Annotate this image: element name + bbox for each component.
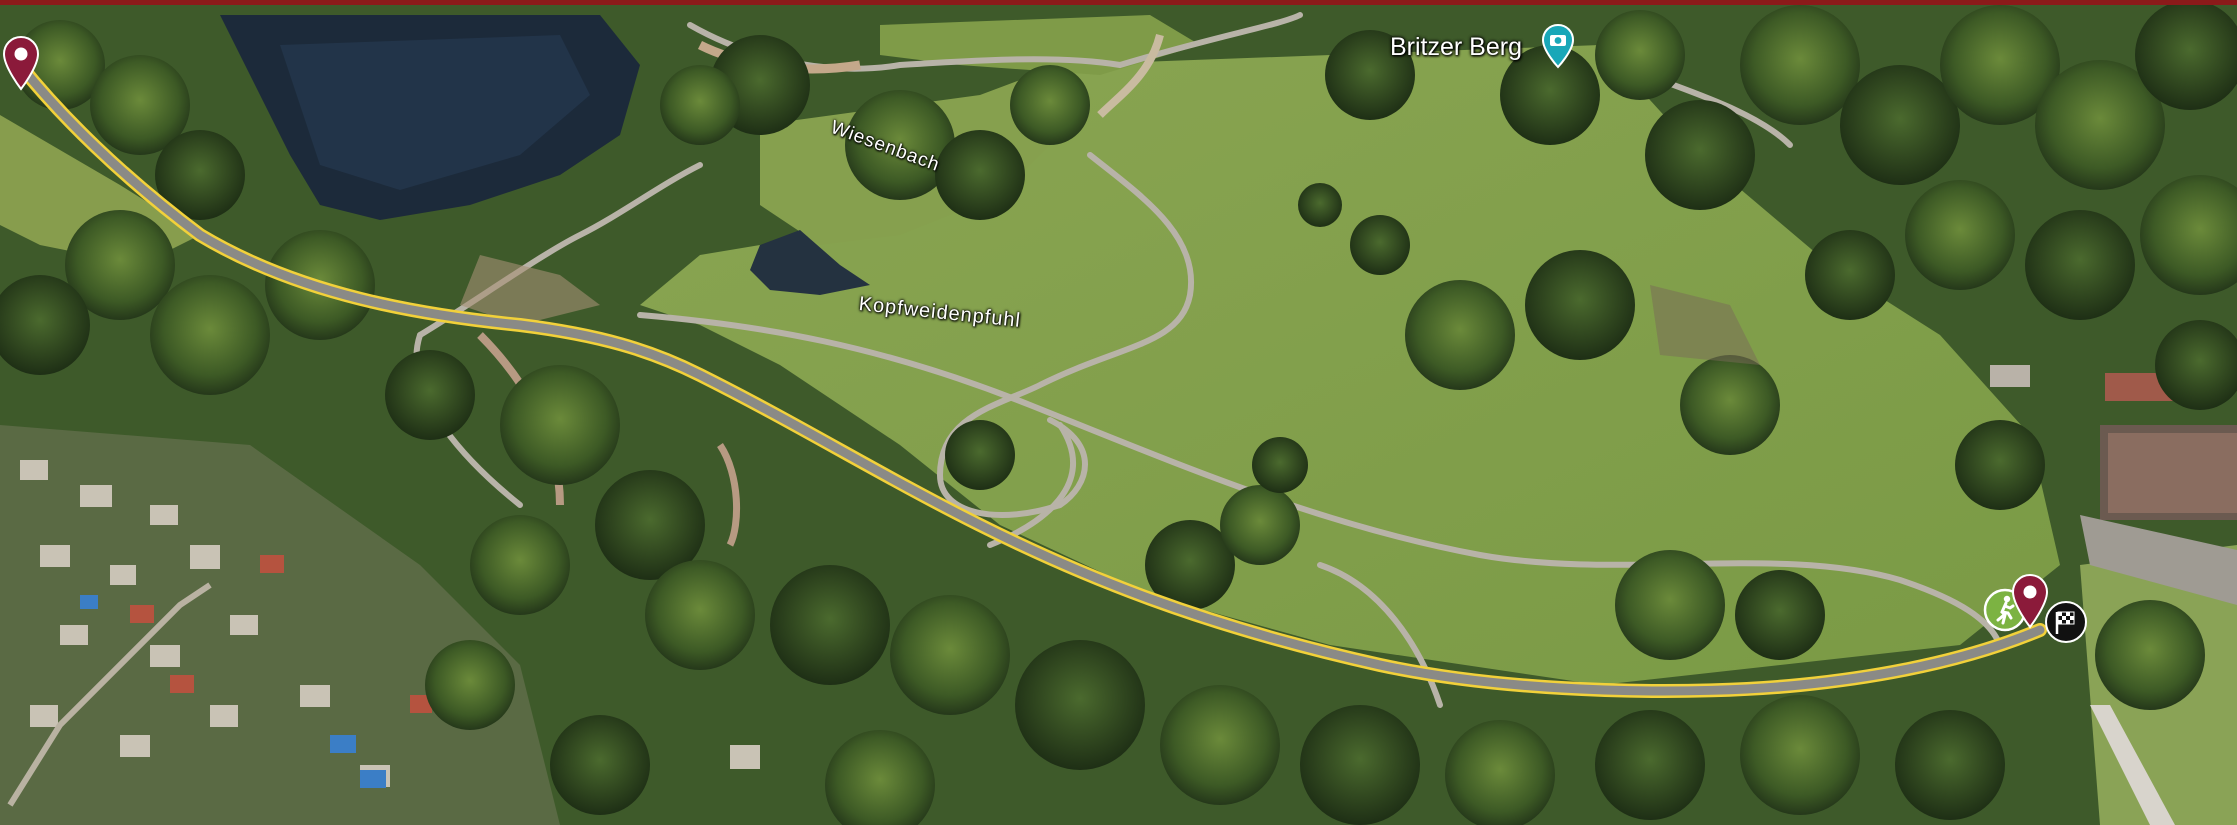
checkered-flag-icon[interactable] [2044,600,2088,644]
satellite-imagery [0,5,2237,825]
end-location-pin-icon[interactable] [2011,573,2049,629]
camera-pin-icon[interactable] [1540,23,1576,69]
start-location-pin-icon[interactable] [2,35,40,91]
poi-label[interactable]: Britzer Berg [1390,33,1522,61]
